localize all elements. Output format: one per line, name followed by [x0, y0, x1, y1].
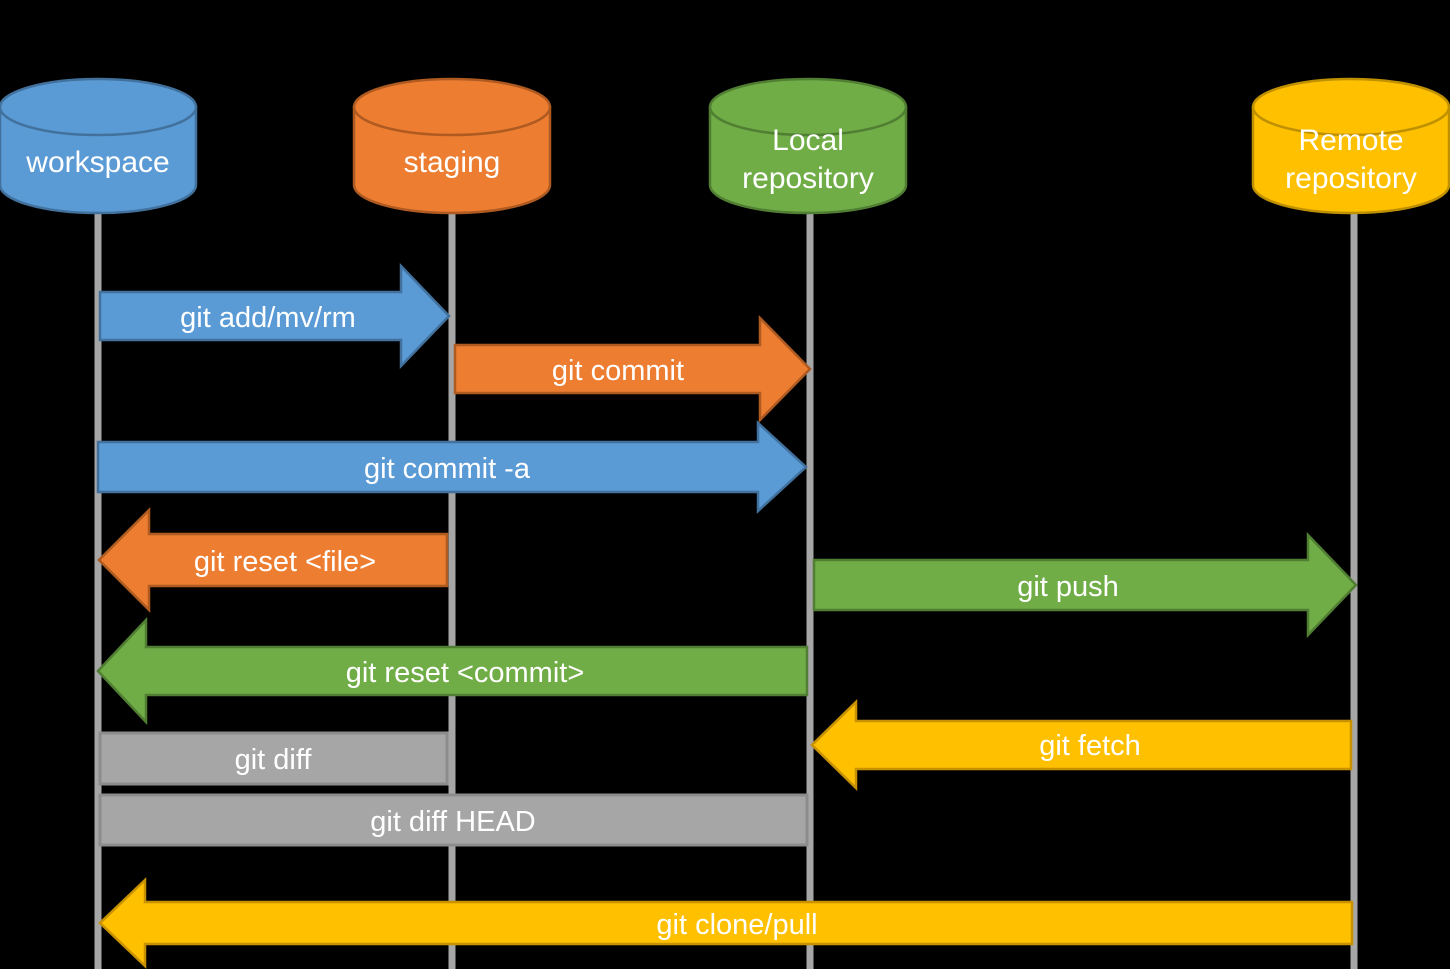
arrow-git-commit-a-shape — [96, 420, 808, 514]
bar-git-diff-head-shape — [98, 793, 809, 847]
arrow-git-add-mv-rm-label: git add/mv/rm — [180, 302, 356, 334]
arrow-git-reset-commit: git reset <commit> — [96, 616, 809, 726]
arrow-git-commit-shape — [453, 314, 812, 424]
local-repository-label-line1: Local — [772, 124, 844, 157]
arrow-git-push-shape — [812, 531, 1358, 639]
arrow-git-fetch: git fetch — [810, 699, 1353, 791]
arrow-git-fetch-shape — [810, 699, 1353, 791]
cylinder-staging: staging — [352, 77, 552, 215]
arrow-git-commit-a: git commit -a — [96, 420, 808, 514]
arrow-git-add-mv-rm-shape — [98, 262, 451, 370]
arrow-git-reset-file-label: git reset <file> — [194, 546, 376, 578]
arrow-git-reset-file: git reset <file> — [97, 506, 449, 614]
arrow-git-push-label: git push — [1017, 571, 1119, 603]
arrow-git-fetch-label: git fetch — [1039, 730, 1141, 762]
bar-git-diff-head: git diff HEAD — [98, 793, 809, 847]
arrow-git-reset-file-shape — [97, 506, 449, 614]
bar-git-diff-head-label: git diff HEAD — [370, 806, 535, 838]
local-repository-cylinder-body — [708, 105, 908, 215]
staging-cylinder-body — [352, 105, 552, 215]
bar-git-diff-shape — [98, 731, 449, 786]
arrow-git-add-mv-rm: git add/mv/rm — [98, 262, 451, 370]
arrow-git-commit: git commit — [453, 314, 812, 424]
arrow-git-commit-a-label: git commit -a — [364, 453, 531, 485]
arrow-git-reset-commit-shape — [96, 616, 809, 726]
arrow-git-commit-label: git commit — [552, 355, 684, 387]
bar-git-diff: git diff — [98, 731, 449, 786]
cylinder-local-repository: Local repository — [708, 77, 908, 215]
cylinder-remote-repository: Remote repository — [1251, 77, 1450, 215]
remote-repository-cylinder-body — [1251, 105, 1450, 215]
staging-cylinder-top — [352, 77, 552, 137]
local-repository-cylinder-top — [708, 77, 908, 137]
remote-repository-cylinder-top — [1251, 77, 1450, 137]
arrow-git-clone-pull-shape — [98, 877, 1354, 969]
arrow-git-push: git push — [812, 531, 1358, 639]
arrow-git-reset-commit-label: git reset <commit> — [346, 657, 585, 689]
local-repository-label-line2: repository — [742, 162, 874, 195]
workspace-cylinder-top — [0, 77, 198, 137]
workspace-label: workspace — [25, 146, 169, 179]
cylinder-workspace: workspace — [0, 77, 198, 215]
arrow-git-clone-pull: git clone/pull — [98, 877, 1354, 969]
remote-repository-label-line2: repository — [1285, 162, 1417, 195]
remote-repository-label-line1: Remote — [1298, 124, 1403, 157]
workspace-cylinder-body — [0, 105, 198, 215]
staging-label: staging — [404, 146, 501, 179]
bar-git-diff-label: git diff — [235, 744, 313, 776]
arrow-git-clone-pull-label: git clone/pull — [656, 909, 817, 941]
